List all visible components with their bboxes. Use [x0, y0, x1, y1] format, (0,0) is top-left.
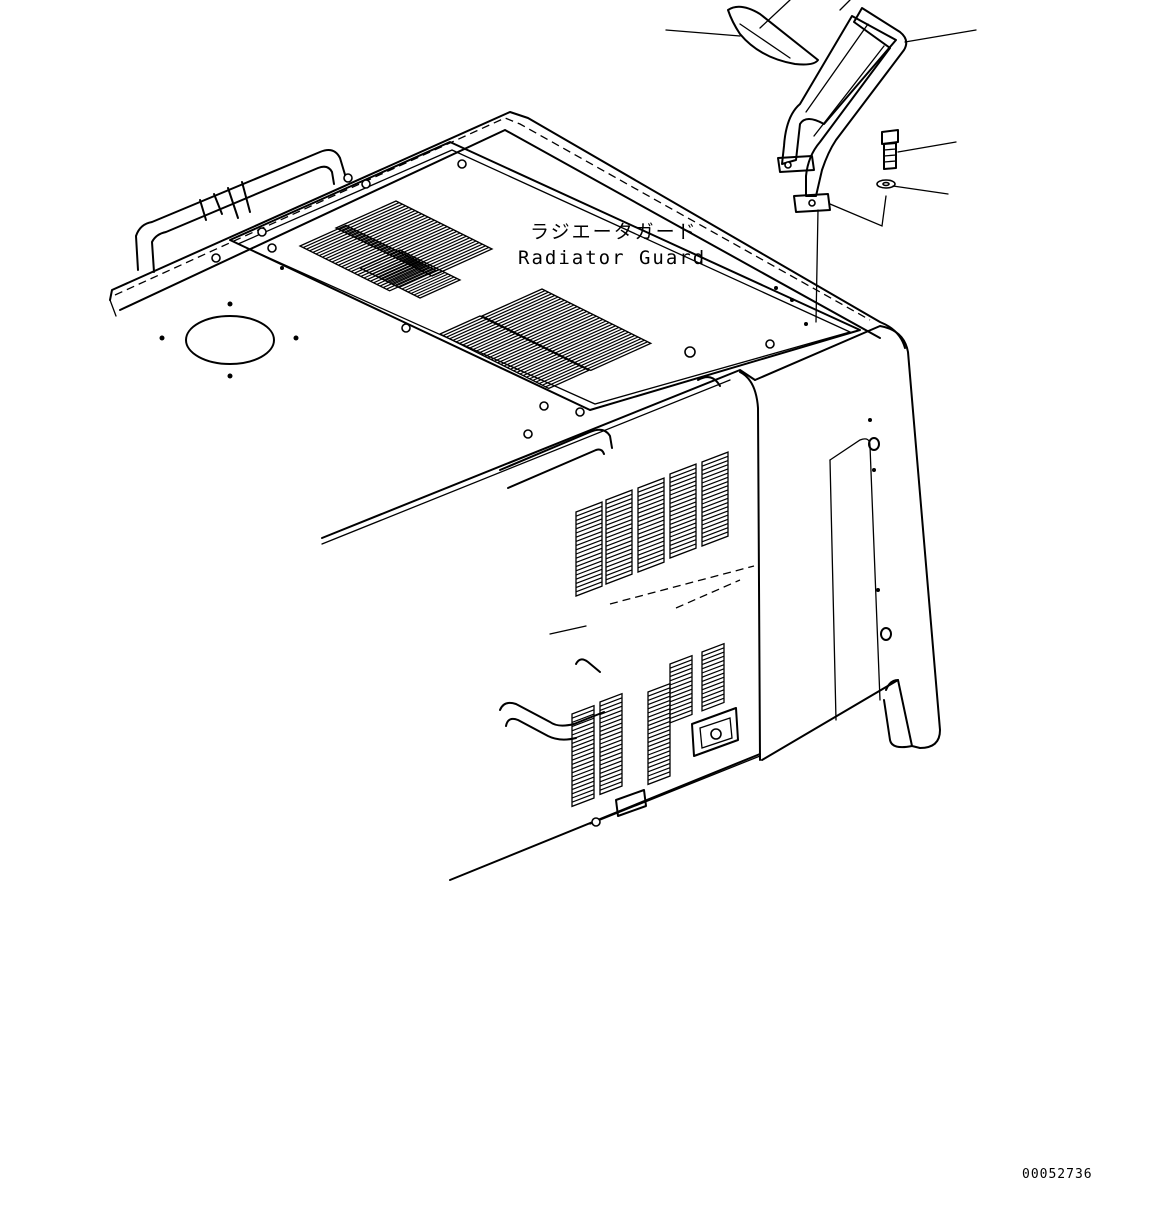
- washer: [876, 179, 896, 189]
- top-grille-left: [298, 200, 494, 299]
- side-grille-upper: [575, 451, 729, 597]
- access-latch: [591, 707, 739, 827]
- rear-side-panel: [739, 325, 941, 761]
- front-side-panel: [449, 565, 761, 881]
- part-label-english: Radiator Guard: [518, 247, 706, 269]
- side-grille-lower: [571, 642, 725, 808]
- bolt: [881, 129, 899, 170]
- handrail: [135, 149, 347, 273]
- leader-lines: [665, 0, 977, 323]
- machine-top-cover: [109, 111, 906, 545]
- part-label-japanese: ラジエータガード: [530, 221, 698, 243]
- cover-bolts: [211, 159, 808, 439]
- top-grille-right: [438, 288, 653, 390]
- side-handrail: [499, 376, 721, 741]
- inspection-hatch: [159, 301, 299, 379]
- drawing-number: 00052736: [1022, 1167, 1093, 1182]
- guard-cover-plate: [727, 5, 819, 66]
